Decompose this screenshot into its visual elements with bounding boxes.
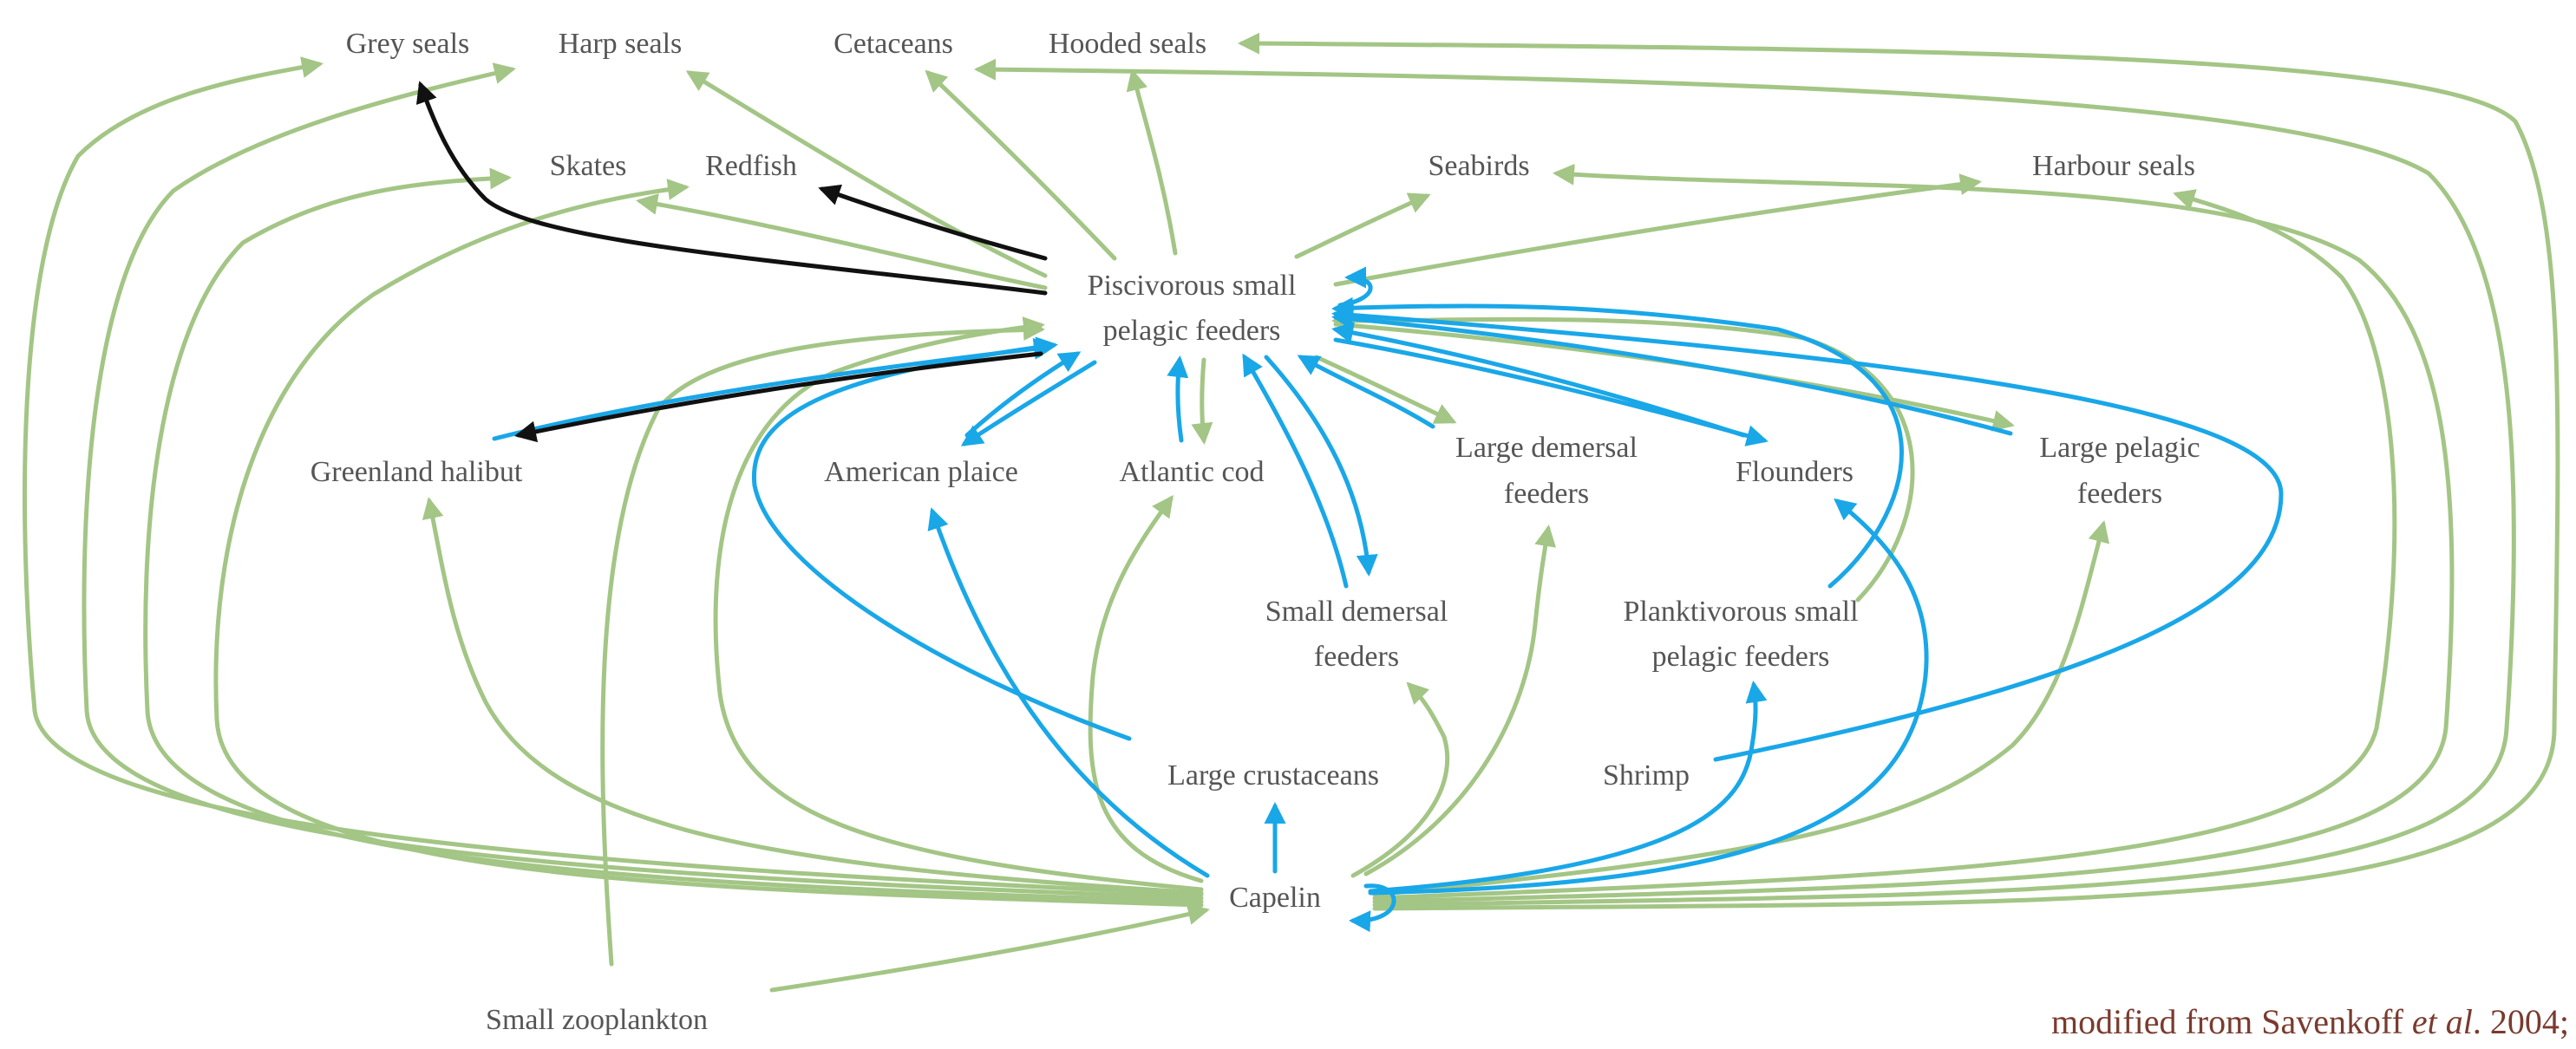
node-shrimp: Shrimp xyxy=(1603,759,1690,792)
edge-piscivorous-self xyxy=(1337,266,1373,308)
edge-capelin-atlantic-cod xyxy=(1088,494,1204,883)
edge-capelin-self xyxy=(1349,883,1396,933)
node-atlantic-cod: Atlantic cod xyxy=(1119,456,1264,488)
edge-planktivorous-piscivorous-blue xyxy=(1331,296,1904,589)
edge-large-demersal-piscivorous xyxy=(1297,355,1435,429)
node-small-demersal-line1: Small demersal xyxy=(1265,596,1448,628)
edge-shrimp-piscivorous xyxy=(1331,304,2284,762)
node-large-pelagic-line1: Large pelagic xyxy=(2039,432,2200,464)
node-large-crustaceans: Large crustaceans xyxy=(1167,759,1379,792)
credit-italic: et al xyxy=(2411,1002,2473,1041)
edge-piscivorous-hooded-seals xyxy=(1126,68,1178,256)
credit-suffix: . 2004; xyxy=(2472,1002,2569,1041)
edge-piscivorous-grey-seals xyxy=(415,81,1048,296)
edge-capelin-seabirds xyxy=(1372,163,2455,904)
edge-capelin-piscivorous xyxy=(713,316,1204,892)
node-large-pelagic-line2: feeders xyxy=(2077,478,2162,510)
edge-capelin-large-demersal xyxy=(1363,524,1557,876)
edge-plaice-piscivorous xyxy=(964,351,1082,438)
node-grey-seals: Grey seals xyxy=(346,28,470,60)
edge-piscivorous-harp-seals xyxy=(685,70,1048,278)
node-greenland-halibut: Greenland halibut xyxy=(311,456,523,488)
edge-zooplankton-capelin xyxy=(769,903,1210,993)
edge-cod-piscivorous xyxy=(1167,355,1189,443)
node-large-demersal-line1: Large demersal xyxy=(1455,432,1638,464)
node-planktivorous-line1: Planktivorous small xyxy=(1623,596,1858,628)
node-piscivorous-line1: Piscivorous small xyxy=(1088,270,1297,302)
node-harp-seals: Harp seals xyxy=(559,28,683,60)
node-capelin: Capelin xyxy=(1229,882,1321,914)
edge-capelin-greenland-halibut xyxy=(422,497,1204,896)
node-large-demersal-line2: feeders xyxy=(1504,478,1589,510)
edge-capelin-cetaceans xyxy=(974,58,2516,908)
node-hooded-seals: Hooded seals xyxy=(1049,28,1206,60)
edge-capelin-american-plaice xyxy=(927,507,1210,878)
edge-capelin-redfish xyxy=(213,179,1204,908)
edge-piscivorous-skates xyxy=(636,193,1048,290)
edge-piscivorous-atlantic-cod xyxy=(1191,357,1213,445)
edge-large-pelagic-piscivorous xyxy=(1331,308,2013,436)
edge-piscivorous-plaice xyxy=(960,360,1097,446)
edge-piscivorous-flounders xyxy=(1333,337,1769,446)
edge-capelin-planktivorous xyxy=(1368,681,1768,894)
edge-halibut-piscivorous xyxy=(492,337,1056,441)
edge-capelin-hooded-seals xyxy=(1238,32,2560,911)
edge-capelin-small-demersal xyxy=(1350,681,1450,878)
credit-prefix: modified from Savenkoff xyxy=(2051,1002,2412,1041)
edge-crustaceans-piscivorous xyxy=(751,336,1132,741)
node-redfish: Redfish xyxy=(705,150,797,182)
edge-capelin-skates xyxy=(143,167,1204,904)
node-flounders: Flounders xyxy=(1736,456,1854,488)
node-planktivorous-line2: pelagic feeders xyxy=(1652,641,1830,673)
node-cetaceans: Cetaceans xyxy=(834,28,953,60)
edge-piscivorous-redfish xyxy=(818,184,1048,261)
node-small-demersal-line2: feeders xyxy=(1314,641,1399,673)
node-seabirds: Seabirds xyxy=(1428,150,1529,182)
edge-piscivorous-large-demersal xyxy=(1314,355,1457,424)
edge-capelin-flounders xyxy=(1368,498,1929,896)
node-american-plaice: American plaice xyxy=(824,456,1018,488)
edge-piscivorous-seabirds xyxy=(1294,192,1431,259)
edge-capelin-grey-seals xyxy=(22,56,1204,897)
edge-piscivorous-cetaceans xyxy=(925,69,1117,261)
edge-harbour-seals-link xyxy=(1333,173,1982,287)
edge-zooplankton-piscivorous xyxy=(600,319,1045,967)
node-skates: Skates xyxy=(550,150,627,182)
edge-capelin-harp-seals xyxy=(82,62,1204,901)
edge-small-demersal-piscivorous xyxy=(1242,353,1349,589)
source-credit: modified from Savenkoff et al. 2004; xyxy=(2051,1001,2569,1042)
edge-piscivorous-small-demersal xyxy=(1264,355,1378,577)
edge-piscivorous-greenland-halibut xyxy=(514,351,1043,443)
node-piscivorous-line2: pelagic feeders xyxy=(1103,315,1281,347)
edge-capelin-large-pelagic xyxy=(1372,520,2109,897)
edge-capelin-harbour-seals xyxy=(1372,189,2397,901)
node-small-zooplankton: Small zooplankton xyxy=(486,1004,708,1036)
node-harbour-seals: Harbour seals xyxy=(2032,150,2195,182)
